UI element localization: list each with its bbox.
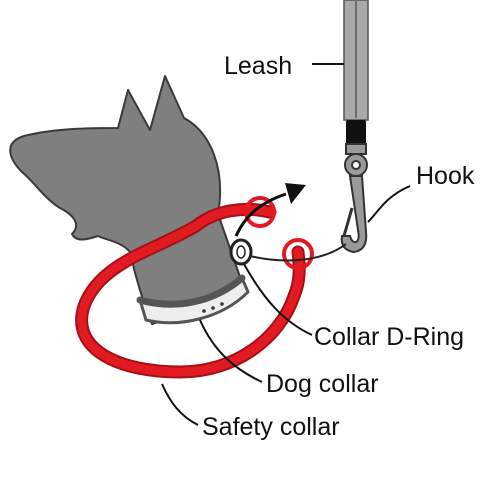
label-d-ring: Collar D-Ring	[314, 323, 464, 351]
dog-collar	[136, 274, 250, 325]
clip-arrow	[234, 183, 306, 237]
leash	[343, 0, 369, 144]
callout-line-safety-collar	[161, 383, 199, 426]
clip-arrow-head	[285, 183, 306, 204]
snap-hook	[340, 143, 368, 254]
label-leash: Leash	[224, 52, 292, 80]
callout-line-d-ring	[243, 263, 313, 336]
d-ring-to-hook-line	[249, 243, 347, 262]
dog-silhouette	[9, 75, 247, 325]
safety-ring-lower	[282, 238, 314, 270]
dog-collar-top-edge	[136, 274, 246, 308]
safety-ring-upper	[244, 196, 276, 228]
label-safety-collar: Safety collar	[202, 413, 340, 441]
leash-ferrule	[346, 120, 366, 144]
callout-line-hook	[367, 185, 411, 223]
hook-body	[340, 175, 368, 254]
collar-d-ring	[229, 238, 253, 266]
safety-collar	[75, 196, 314, 379]
dog	[9, 75, 247, 325]
clip-arrow-line	[234, 192, 287, 237]
label-hook: Hook	[416, 162, 475, 190]
swivel-top	[345, 143, 367, 155]
callout-line-dog-collar	[199, 319, 263, 383]
safety-collar-loop	[77, 204, 304, 377]
hook-gate	[342, 207, 354, 237]
label-dog-collar: Dog collar	[266, 370, 379, 398]
collar-holes	[202, 302, 224, 313]
callout-lines	[161, 63, 411, 426]
